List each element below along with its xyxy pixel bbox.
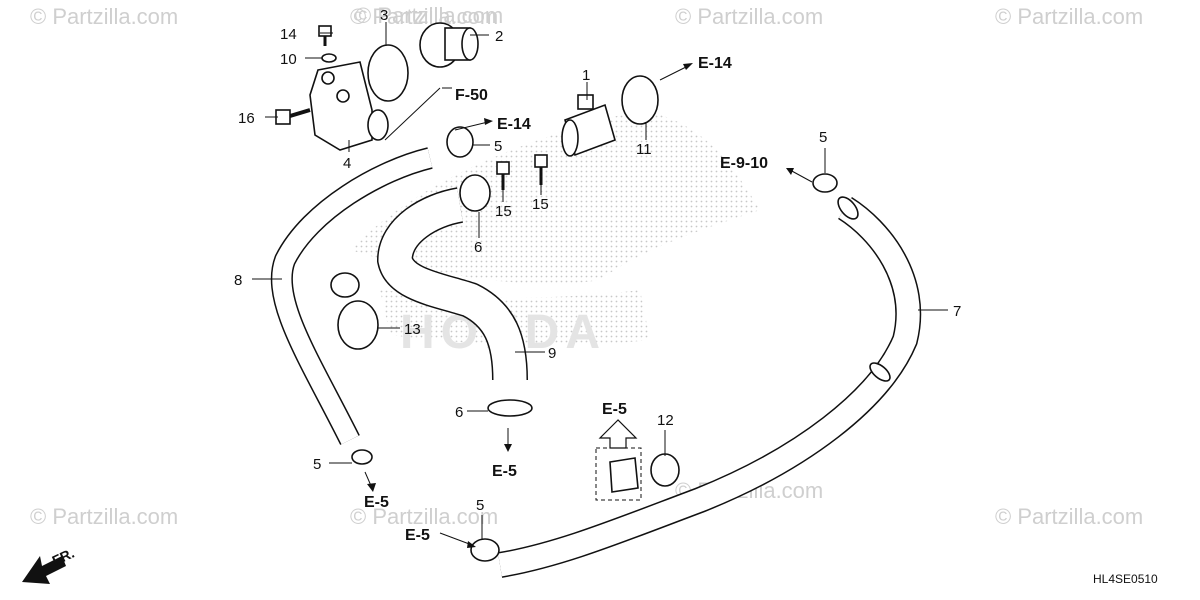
clamp-13 [330, 272, 379, 350]
callout-13: 13 [404, 321, 421, 338]
ref-e5-center: E-5 [492, 463, 517, 480]
ref-e5-left: E-5 [364, 494, 389, 511]
bolt-15b [534, 154, 548, 185]
clamp-5-left [351, 449, 373, 465]
o-ring-11 [621, 75, 659, 125]
washer-10 [321, 53, 337, 63]
clamp-5-top [446, 126, 474, 158]
o-ring-3 [367, 44, 409, 102]
callout-3: 3 [380, 7, 388, 24]
thermostat-2 [419, 22, 479, 68]
thermostat-housing-4 [309, 61, 389, 151]
clamp-5-right [812, 173, 838, 193]
diagram-code: HL4SE0510 [1093, 572, 1158, 586]
callout-2: 2 [495, 28, 503, 45]
callout-15a: 15 [495, 203, 512, 220]
clamp-6-bottom [487, 399, 533, 417]
front-arrow-icon [22, 556, 66, 584]
clamp-6-top [459, 174, 491, 212]
watermark: © Partzilla.com [995, 4, 1143, 29]
callout-6-top: 6 [474, 239, 482, 256]
callout-15b: 15 [532, 196, 549, 213]
callout-10: 10 [280, 51, 297, 68]
callout-5-bottom: 5 [476, 497, 484, 514]
front-label: FR. [50, 545, 77, 569]
watermark: © Partzilla.com [350, 4, 498, 29]
ref-e9-10: E-9-10 [720, 155, 768, 172]
bolt-16 [275, 108, 311, 125]
stay-12 [595, 447, 680, 501]
watermark: © Partzilla.com [675, 4, 823, 29]
callout-14: 14 [280, 26, 297, 43]
watermark: © Partzilla.com [30, 504, 178, 529]
callout-8: 8 [234, 272, 242, 289]
bolt-15a [496, 161, 510, 190]
callout-5-top: 5 [494, 138, 502, 155]
callout-4: 4 [343, 155, 351, 172]
callout-5-left: 5 [313, 456, 321, 473]
up-arrow-icon [598, 419, 638, 449]
bolt-14 [318, 25, 332, 46]
callout-12: 12 [657, 412, 674, 429]
watermark: © Partzilla.com [30, 4, 178, 29]
callout-1: 1 [582, 67, 590, 84]
clamp-5-bottom [470, 538, 500, 562]
watermark: © Partzilla.com [350, 504, 498, 529]
background-wing-graphic [350, 110, 760, 284]
joint-1 [561, 94, 616, 157]
ref-e5-bottom: E-5 [405, 527, 430, 544]
callout-9: 9 [548, 345, 556, 362]
ref-f50: F-50 [455, 87, 488, 104]
callout-16: 16 [238, 110, 255, 127]
ref-e5-stay: E-5 [602, 401, 627, 418]
watermark: © Partzilla.com [355, 3, 503, 28]
ref-e14-top: E-14 [698, 55, 732, 72]
callout-11: 11 [636, 141, 652, 158]
ref-e14-middle: E-14 [497, 116, 531, 133]
callout-6-bottom: 6 [455, 404, 463, 421]
watermark: © Partzilla.com [995, 504, 1143, 529]
callout-5-right: 5 [819, 129, 827, 146]
callout-7: 7 [953, 303, 961, 320]
